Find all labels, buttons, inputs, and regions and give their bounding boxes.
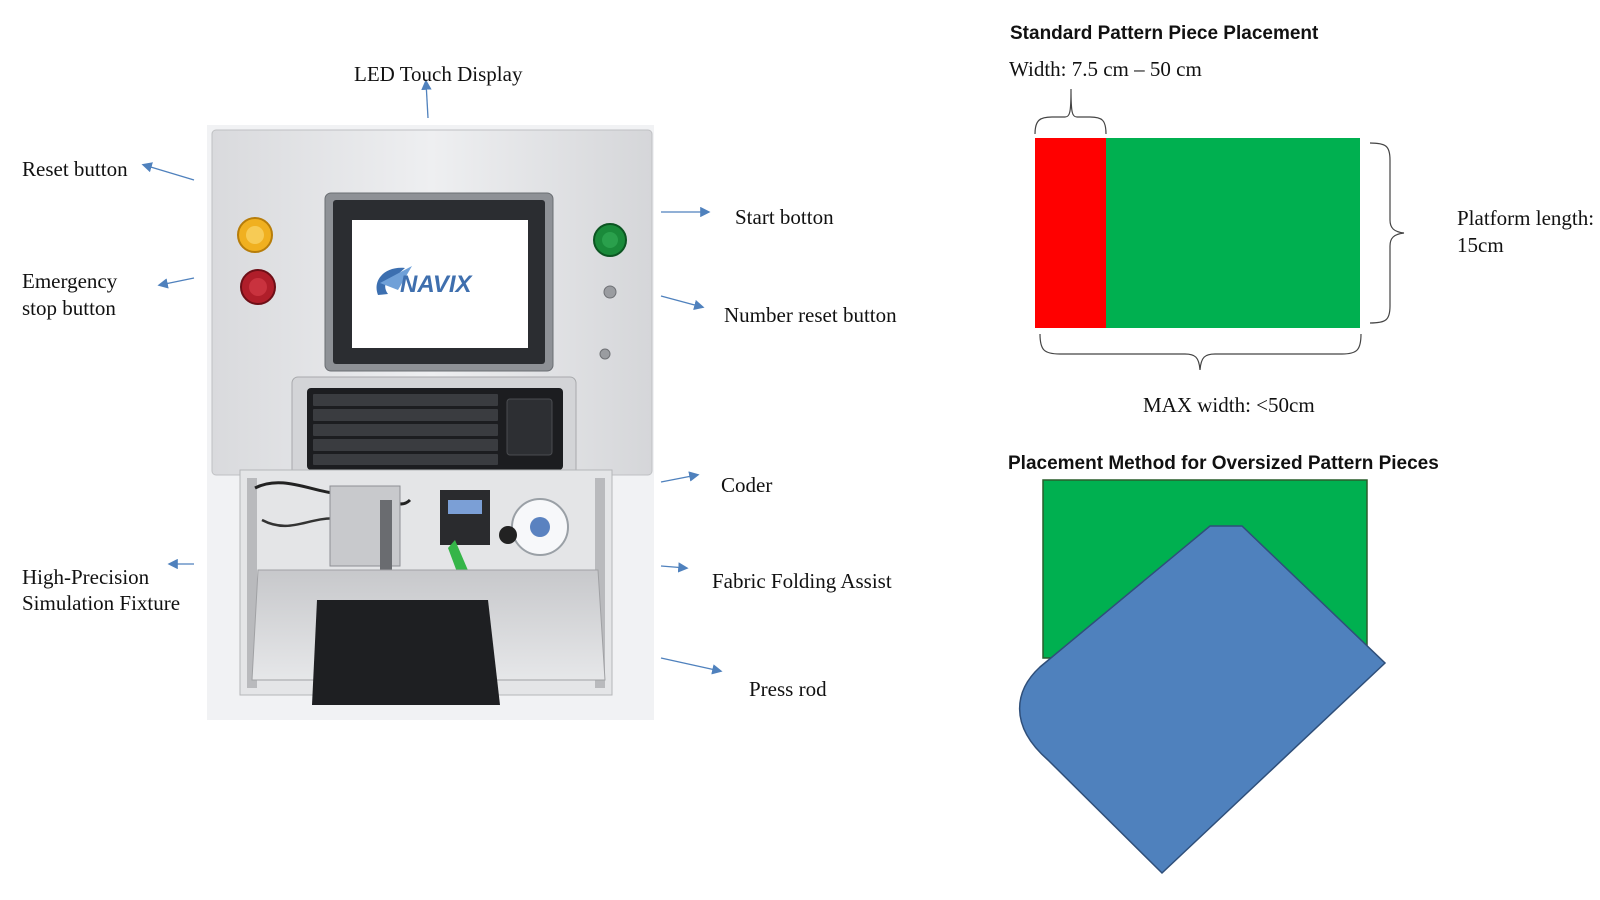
platform-length-label-2: 15cm	[1457, 233, 1504, 257]
label-fabric-folding: Fabric Folding Assist	[712, 569, 892, 593]
arrow-reset-button	[141, 162, 195, 181]
label-led-display: LED Touch Display	[354, 62, 523, 86]
platform-length-brace	[1369, 142, 1405, 324]
label-emergency-stop-1: Emergency	[22, 269, 118, 293]
arrow-fabric-folding	[660, 562, 689, 573]
max-width-label: MAX width: <50cm	[1143, 393, 1315, 417]
platform-length-label-1: Platform length:	[1457, 206, 1595, 230]
label-press-rod: Press rod	[749, 677, 827, 701]
standard-width-label: Width: 7.5 cm – 50 cm	[1009, 57, 1202, 81]
oversized-pattern-piece	[1018, 525, 1387, 875]
standard-placement-title: Standard Pattern Piece Placement	[1010, 23, 1319, 44]
label-fixture-1: High-Precision	[22, 565, 150, 589]
arrow-number-reset	[660, 295, 705, 311]
navix-logo: NAVIX	[376, 266, 474, 298]
pattern-piece-rect	[1035, 138, 1106, 328]
arrow-press-rod	[660, 657, 723, 675]
oversized-placement-title: Placement Method for Oversized Pattern P…	[1008, 453, 1439, 474]
oversized-placement-diagram	[1018, 479, 1387, 875]
number-reset-knob	[603, 285, 617, 299]
label-emergency-stop-2: stop button	[22, 296, 116, 320]
arrow-emergency-stop	[157, 277, 195, 289]
fabric-piece	[312, 600, 500, 705]
standard-placement-diagram	[1034, 88, 1405, 371]
label-number-reset-button: Number reset button	[724, 303, 897, 327]
touchpad	[506, 398, 553, 456]
label-start-button: Start botton	[735, 205, 834, 229]
label-coder: Coder	[721, 473, 773, 497]
callout-arrows	[141, 79, 723, 675]
coder-unit	[440, 490, 490, 545]
label-reset-button: Reset button	[22, 157, 128, 181]
arrow-coder	[660, 471, 700, 483]
max-width-brace	[1039, 333, 1362, 371]
label-fixture-2: Simulation Fixture	[22, 591, 181, 615]
screen-logo-text: NAVIX	[400, 271, 474, 298]
width-brace	[1034, 88, 1107, 135]
arrow-led-display	[421, 79, 432, 119]
